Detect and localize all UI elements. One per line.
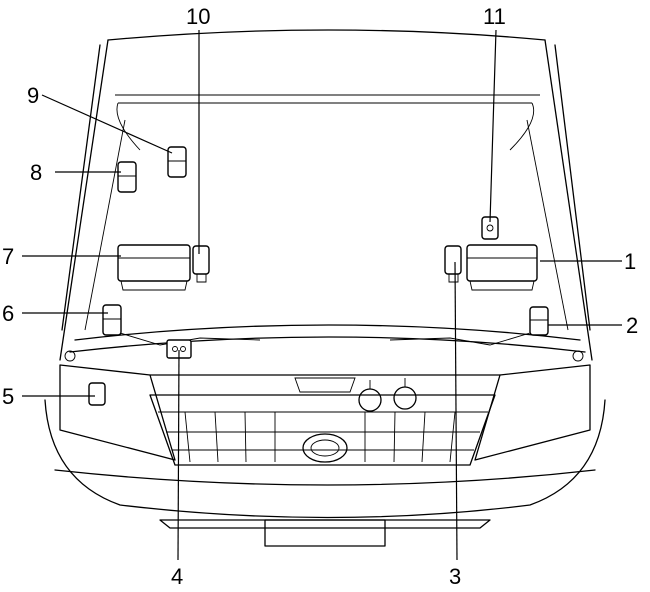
cowl-line: [69, 324, 586, 353]
callout-5: 5: [2, 384, 14, 409]
horn-right: [393, 386, 417, 410]
component-2: [529, 306, 549, 336]
callout-3: 3: [449, 564, 461, 589]
leader-lines: [22, 29, 622, 561]
callout-11: 11: [483, 4, 506, 29]
component-5: [88, 382, 106, 406]
callout-8: 8: [30, 160, 42, 185]
horn-left: [358, 388, 382, 412]
component-6: [102, 304, 122, 336]
component-7: [117, 244, 191, 291]
component-11: [481, 216, 499, 240]
component-1: [466, 244, 538, 291]
emblem-icon: [302, 433, 348, 463]
component-9: [167, 146, 187, 178]
component-8: [117, 161, 137, 193]
grille: [149, 394, 496, 466]
hood-outline: [59, 29, 593, 361]
component-10: [192, 245, 210, 283]
callout-10: 10: [186, 4, 210, 29]
headlights: [59, 350, 591, 461]
callout-4: 4: [171, 564, 183, 589]
component-3: [444, 245, 462, 283]
license-plate: [264, 519, 386, 547]
bumper: [44, 399, 606, 547]
radiator-support: [149, 374, 501, 412]
callout-2: 2: [626, 313, 638, 338]
callout-1: 1: [624, 249, 636, 274]
callout-9: 9: [27, 83, 39, 108]
callout-7: 7: [2, 244, 14, 269]
callout-6: 6: [2, 301, 14, 326]
